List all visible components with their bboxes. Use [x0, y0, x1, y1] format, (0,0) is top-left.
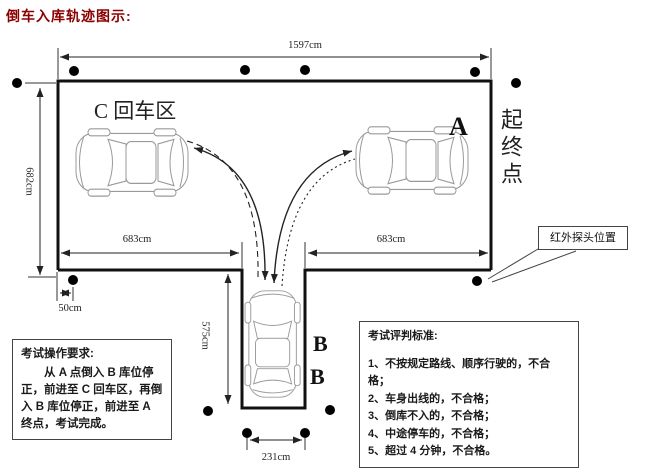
zone-c-label: C 回车区: [94, 99, 177, 123]
criteria-item: 4、中途停车的，不合格；: [368, 427, 496, 440]
zone-b-lower-label: B: [310, 364, 325, 389]
trajectory-left: [186, 140, 269, 281]
criteria-item: 2、车身出线的，不合格；: [368, 392, 496, 405]
dim-bottom-right: 683cm: [376, 234, 406, 245]
criteria-item: 5、超过 4 分钟，不合格。: [368, 445, 497, 457]
infrared-sensor-dots: [12, 65, 521, 438]
sensor-dot: [69, 66, 79, 76]
zone-a-label: A: [449, 112, 468, 141]
dim-slot-depth: 575cm: [199, 321, 211, 350]
sensor-callout-lines: [487, 245, 577, 283]
sensor-dot: [12, 78, 22, 88]
sensor-dot: [511, 78, 521, 88]
sensor-dot: [470, 67, 480, 77]
dim-slot-width: 231cm: [261, 452, 291, 463]
page-title: 倒车入库轨迹图示:: [6, 8, 132, 24]
car-b-icon: [244, 290, 301, 398]
sensor-dot: [242, 428, 252, 438]
trajectory-right: [270, 149, 356, 287]
sensor-dot: [203, 406, 213, 416]
criteria-item: 3、倒库不入的，不合格；: [368, 410, 496, 422]
requirements-box: 考试操作要求: 从 A 点倒入 B 库位停正，前进至 C 回车区，再倒入 B 库…: [12, 339, 172, 440]
sensor-dot: [325, 405, 335, 415]
sensor-dot: [472, 276, 482, 286]
car-c-icon: [75, 128, 189, 197]
criteria-box: 考试评判标准: 1、不按规定路线、顺序行驶的，不合格； 2、车身出线的，不合格；…: [359, 321, 579, 468]
dim-left-height: 682cm: [23, 167, 35, 196]
course-outer-walls: [56, 79, 493, 270]
dim-top-width: 1597cm: [288, 40, 322, 51]
dim-sensor-offset: 50cm: [58, 303, 82, 314]
zone-b-upper-label: B: [313, 331, 328, 356]
criteria-title: 考试评判标准:: [368, 330, 438, 342]
dim-bottom-left: 683cm: [122, 234, 152, 245]
sensor-dot: [240, 65, 250, 75]
sensor-dot: [300, 428, 310, 438]
sensor-callout-box: 红外探头位置: [538, 226, 628, 250]
requirements-body: 从 A 点倒入 B 库位停正，前进至 C 回车区，再倒入 B 库位停正，前进至 …: [21, 367, 163, 430]
sensor-dot: [68, 275, 78, 285]
sensor-dot: [300, 65, 310, 75]
criteria-item: 1、不按规定路线、顺序行驶的，不合格；: [368, 357, 551, 388]
requirements-title: 考试操作要求:: [21, 348, 94, 360]
start-end-label: 起终点: [498, 108, 523, 189]
